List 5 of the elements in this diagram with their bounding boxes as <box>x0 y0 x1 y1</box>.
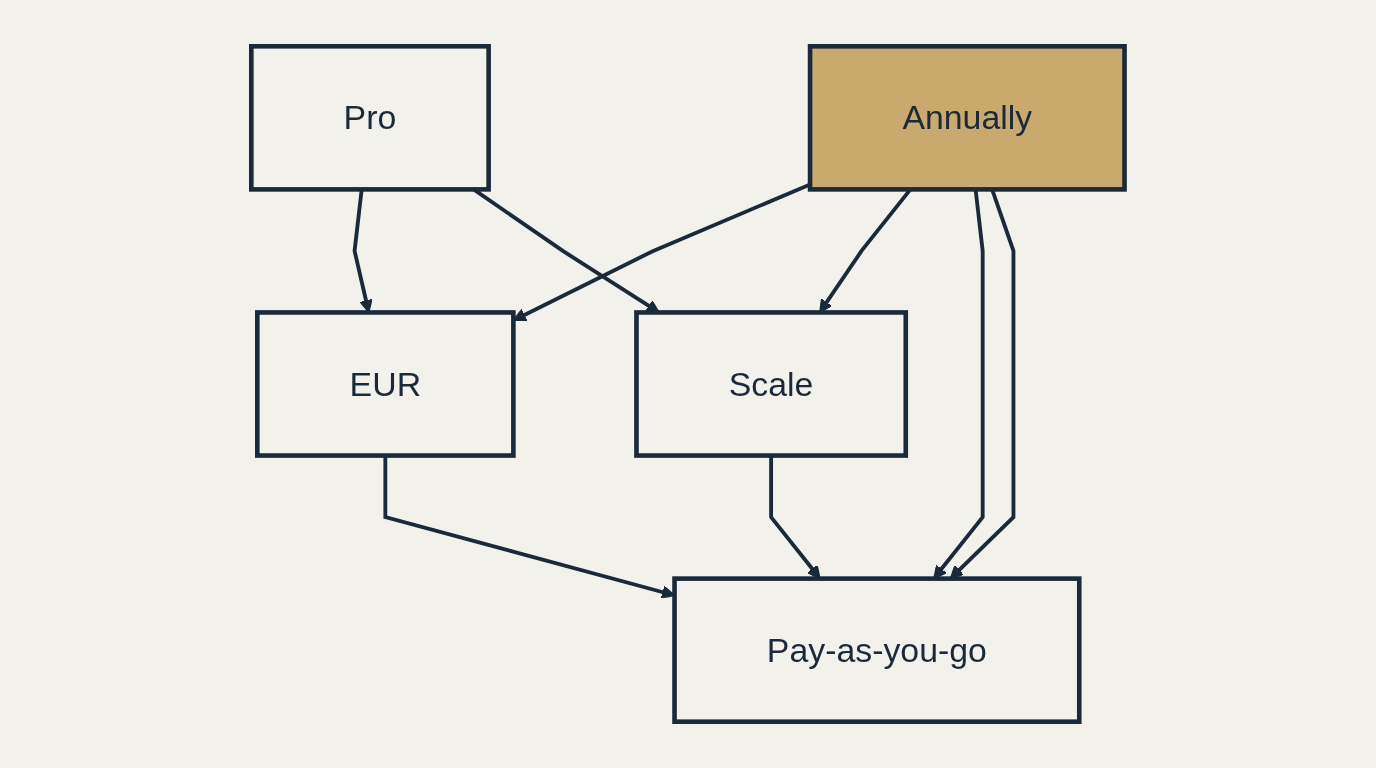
node-box: Pro <box>249 44 491 192</box>
node-box: Pay-as-you-go <box>672 576 1082 724</box>
node-box: Scale <box>634 310 909 458</box>
node-box: EUR <box>255 310 516 458</box>
node-box: Annually <box>807 44 1127 192</box>
